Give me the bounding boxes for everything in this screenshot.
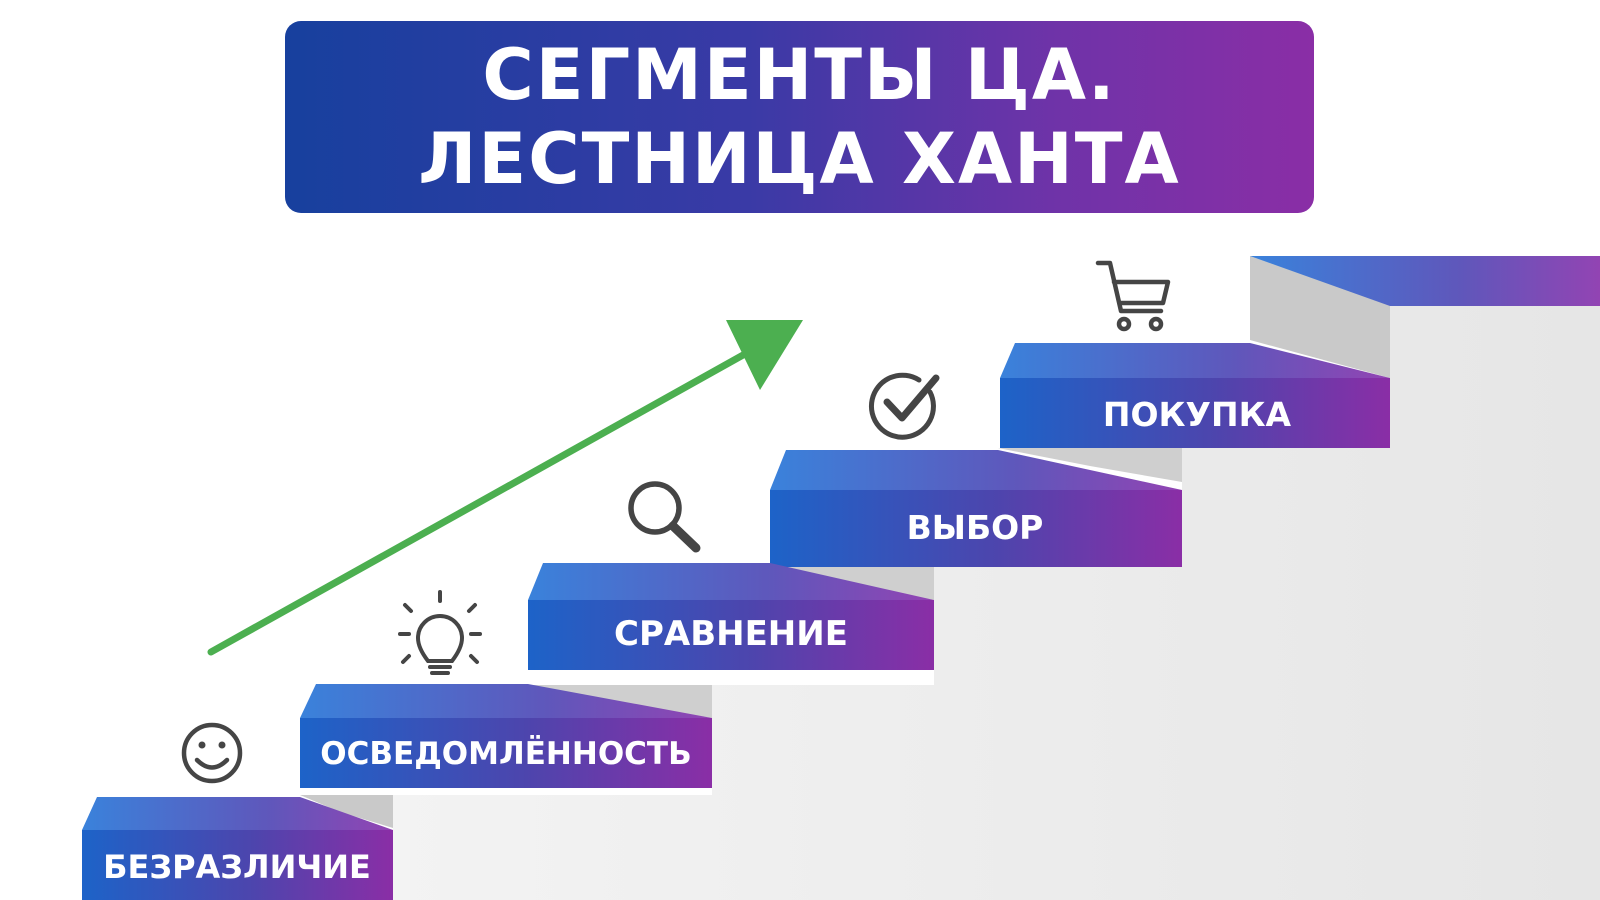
step-osvedomlennost: ОСВЕДОМЛЁННОСТЬ (300, 684, 712, 788)
riser-side-1 (300, 795, 393, 828)
cart-icon (1095, 260, 1171, 332)
step-pokupka: ПОКУПКА (1000, 343, 1390, 448)
step-vybor: ВЫБОР (770, 450, 1182, 567)
top-landing (1250, 256, 1600, 306)
staircase-wall (393, 305, 1600, 900)
riser-side-5 (1250, 256, 1390, 378)
magnifier-icon (628, 481, 701, 553)
title-line-1: СЕГМЕНТЫ ЦА. (482, 34, 1117, 116)
step-label-vybor: ВЫБОР (907, 508, 1044, 547)
title-banner: СЕГМЕНТЫ ЦА. ЛЕСТНИЦА ХАНТА (285, 21, 1314, 213)
step-label-sravnenie: СРАВНЕНИЕ (614, 614, 848, 654)
checkmark-icon (869, 372, 940, 440)
step-bezrazlichie: БЕЗРАЗЛИЧИЕ (82, 797, 393, 900)
step-label-bezrazlichie: БЕЗРАЗЛИЧИЕ (103, 848, 371, 886)
step-sravnenie: СРАВНЕНИЕ (528, 563, 934, 670)
step-label-pokupka: ПОКУПКА (1103, 395, 1292, 434)
riser-side-4 (998, 448, 1182, 482)
growth-arrow (207, 320, 803, 656)
step-label-osvedomlennost: ОСВЕДОМЛЁННОСТЬ (320, 736, 691, 772)
smiley-icon (181, 722, 243, 784)
title-line-2: ЛЕСТНИЦА ХАНТА (418, 118, 1181, 200)
lightbulb-icon (398, 590, 482, 675)
